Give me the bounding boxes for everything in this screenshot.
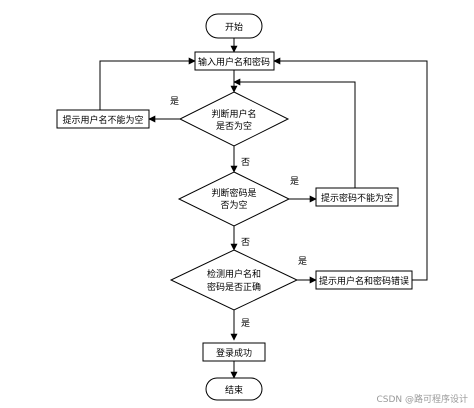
username-empty-process (56, 109, 150, 129)
input-label: 输入用户名和密码 (198, 56, 270, 68)
check-password-decision (177, 171, 291, 227)
password-empty-label: 提示密码不能为空 (321, 192, 393, 204)
edge-password-empty-loop (233, 78, 356, 188)
input-process (194, 51, 275, 71)
username-empty-label: 提示用户名不能为空 (62, 114, 143, 126)
login-success-label: 登录成功 (216, 347, 252, 359)
verify-wrong-label: 是 (298, 256, 307, 267)
start-terminal (205, 13, 263, 39)
credentials-error-process (315, 270, 413, 290)
check-username-decision (178, 91, 290, 147)
login-success-process (202, 342, 266, 362)
verify-label-line2: 密码是否正确 (207, 281, 261, 293)
username-no-label: 否 (241, 157, 250, 168)
end-terminal (205, 377, 263, 401)
start-label: 开始 (225, 21, 243, 33)
check-password-label-line2: 否为空 (220, 199, 247, 211)
verify-yes-label: 是 (241, 318, 250, 329)
credentials-error-label: 提示用户名和密码错误 (319, 275, 409, 287)
password-no-label: 否 (241, 237, 250, 248)
check-password-label-line1: 判断密码是 (211, 187, 256, 199)
password-yes-label: 是 (290, 176, 299, 187)
csdn-watermark: CSDN @路可程序设计 (376, 393, 468, 405)
check-username-label-line1: 判断用户名 (211, 108, 256, 120)
verify-credentials-decision (169, 249, 299, 311)
end-label: 结束 (225, 384, 243, 396)
password-empty-process (315, 187, 399, 207)
check-username-label-line2: 是否为空 (216, 120, 252, 132)
verify-label-line1: 检测用户名和 (207, 268, 261, 280)
username-yes-label: 是 (170, 96, 179, 107)
edge-credentials-error-loop (273, 57, 428, 281)
edge-username-empty-loop (99, 57, 196, 110)
